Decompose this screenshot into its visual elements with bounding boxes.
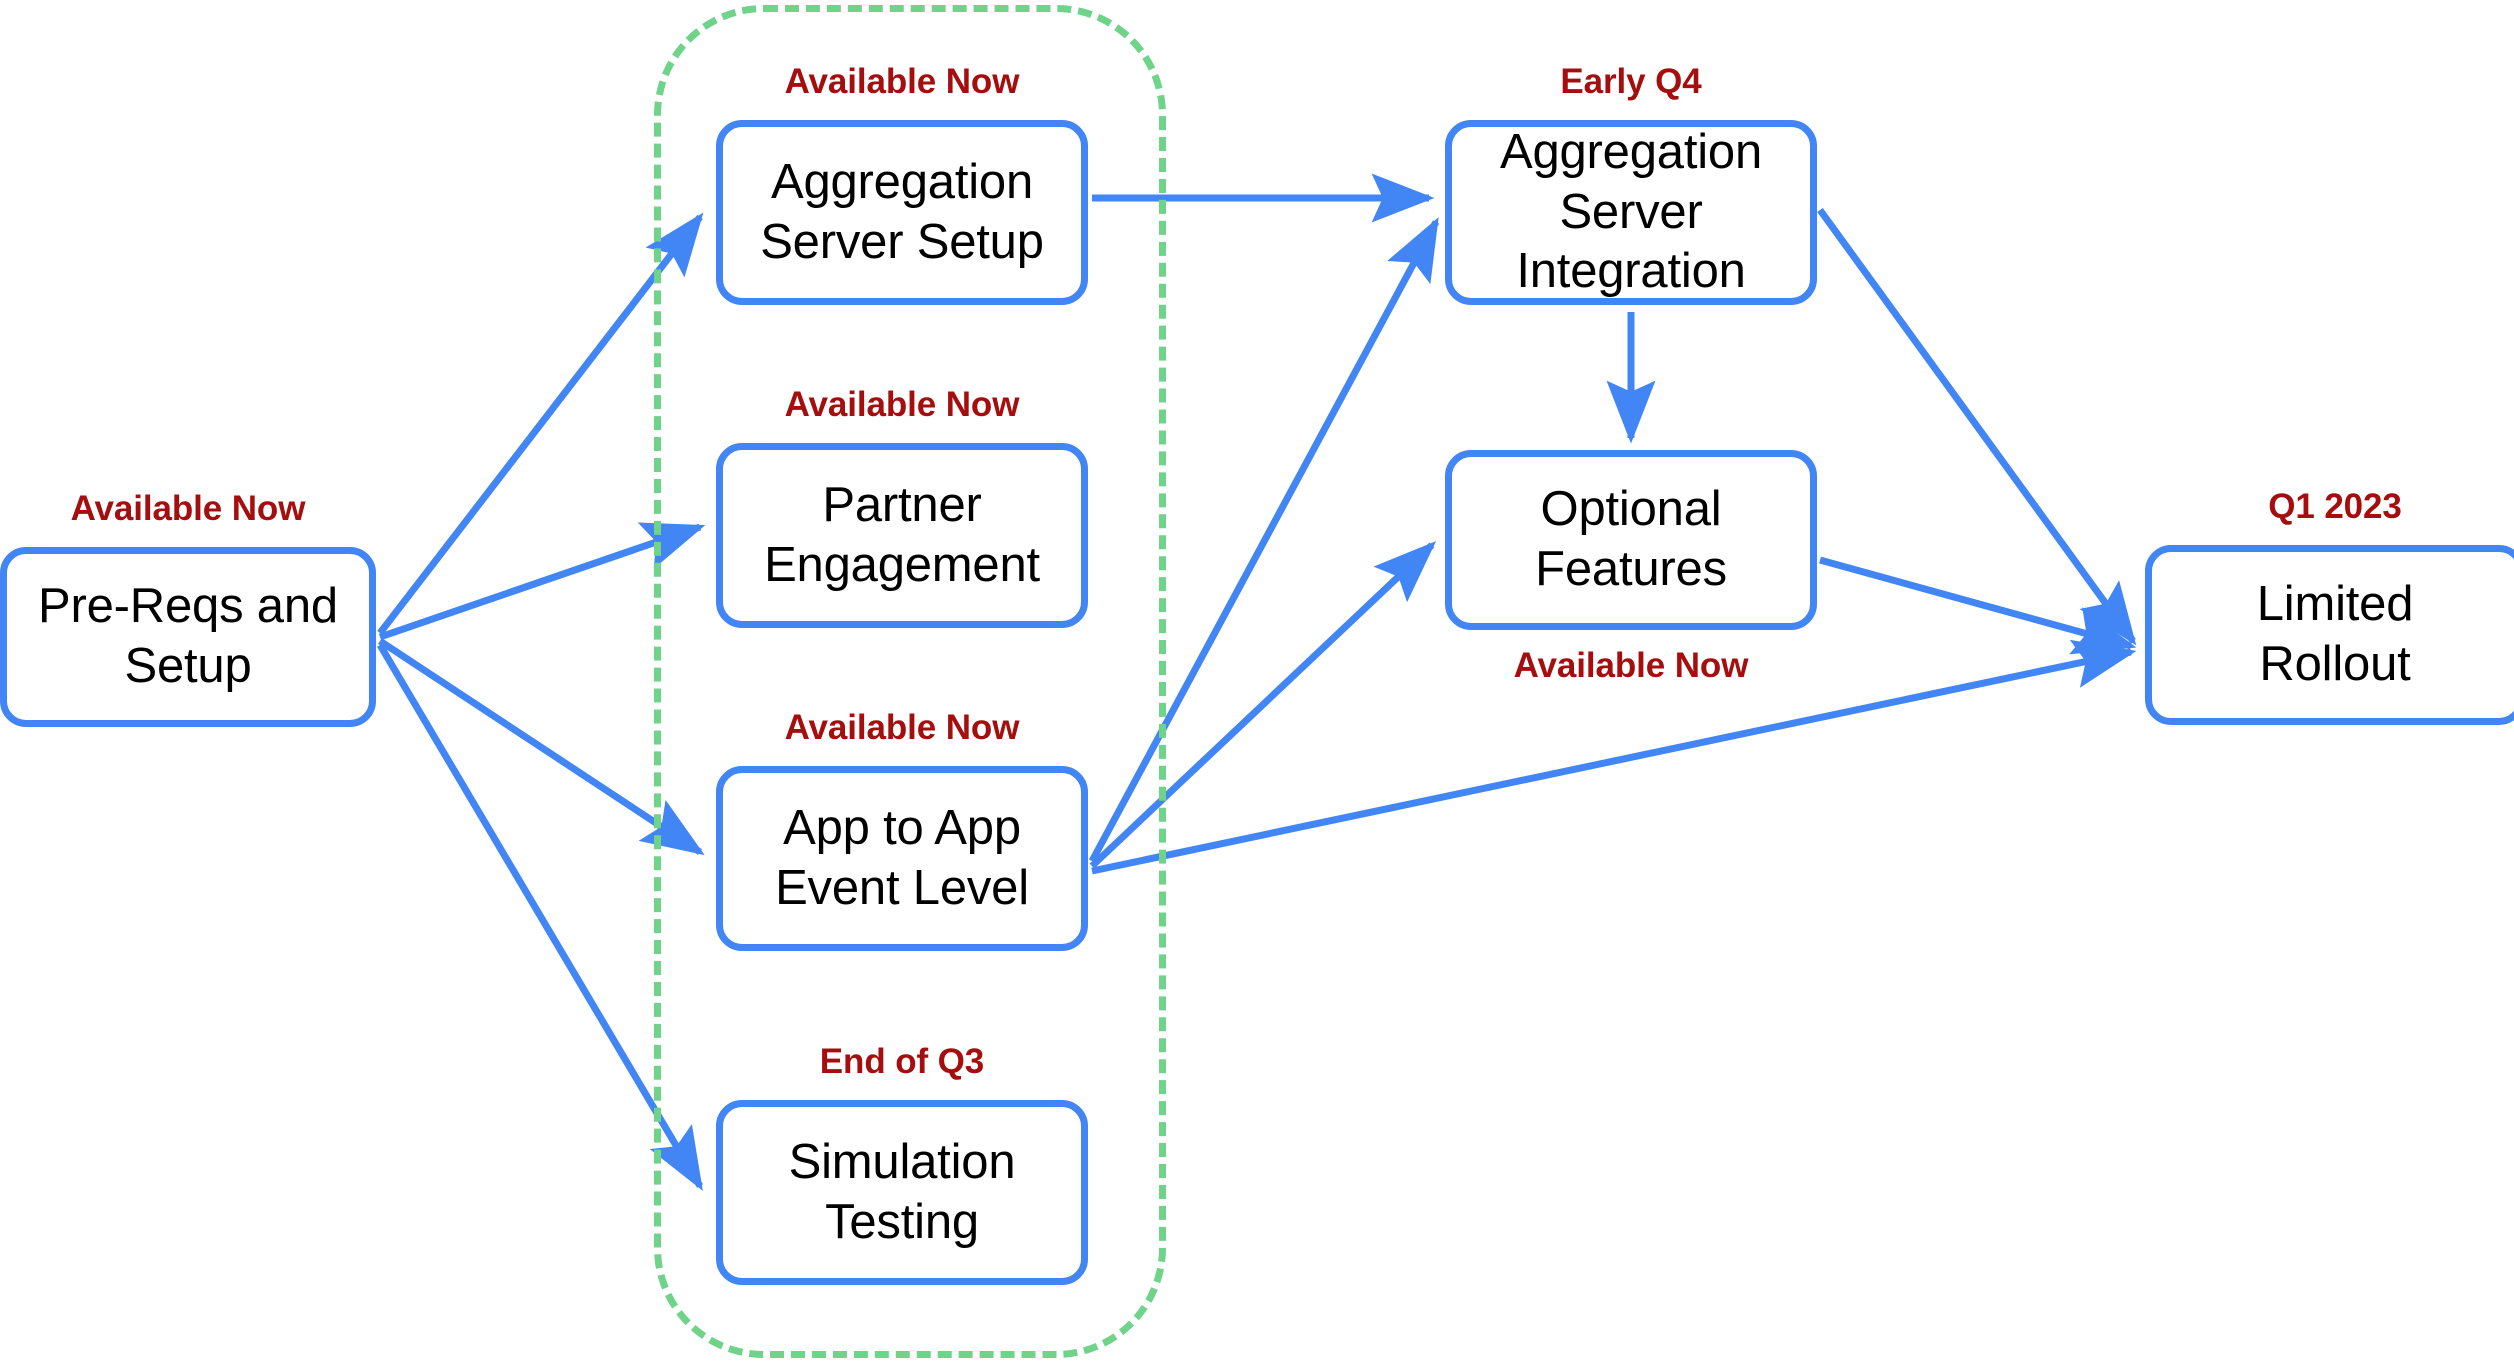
edge-prereqs-to-app-to-app [378, 638, 705, 856]
node-label-limited-rollout: Limited Rollout [2256, 577, 2414, 691]
timing-label-agg-setup: Available Now [784, 62, 1020, 101]
node-label-app-to-app: App to App Event Level [775, 800, 1029, 915]
node-simulation-testing[interactable]: Simulation Testing [716, 1100, 1088, 1285]
node-label-optional: Optional Features [1535, 482, 1727, 596]
timing-label-app-to-app: Available Now [784, 708, 1020, 747]
timing-label-optional: Available Now [1513, 646, 1749, 685]
node-label-agg-setup: Aggregation Server Setup [760, 154, 1044, 269]
node-optional-features[interactable]: Optional Features [1445, 450, 1817, 630]
node-partner-engagement[interactable]: Partner Engagement [716, 443, 1088, 628]
timing-label-agg-integration: Early Q4 [1560, 62, 1702, 101]
timing-label-limited-rollout: Q1 2023 [2268, 487, 2402, 526]
edge-prereqs-to-agg-setup [377, 212, 704, 636]
edge-prereqs-to-simulation [376, 643, 704, 1191]
node-label-simulation: Simulation Testing [788, 1134, 1016, 1249]
node-label-partner: Partner Engagement [764, 477, 1040, 592]
timing-label-simulation: End of Q3 [819, 1042, 985, 1081]
node-label-agg-integration: Aggregation Server Integration [1499, 124, 1763, 299]
node-label-pre-reqs: Pre-Reqs and Setup [38, 579, 338, 693]
timing-label-partner: Available Now [784, 385, 1020, 424]
edge-optional-to-limited [1819, 556, 2137, 655]
edge-agg-integration-to-limited [1817, 207, 2137, 646]
node-aggregation-server-integration[interactable]: Aggregation Server Integration [1445, 120, 1817, 305]
node-pre-reqs-and-setup[interactable]: Pre-Reqs and Setup [0, 547, 376, 727]
node-app-to-app-event-level[interactable]: App to App Event Level [716, 766, 1088, 951]
node-limited-rollout[interactable]: Limited Rollout [2145, 545, 2514, 725]
node-aggregation-server-setup[interactable]: Aggregation Server Setup [716, 120, 1088, 305]
timing-label-pre-reqs: Available Now [70, 489, 306, 528]
edge-prereqs-to-partner [378, 522, 706, 641]
